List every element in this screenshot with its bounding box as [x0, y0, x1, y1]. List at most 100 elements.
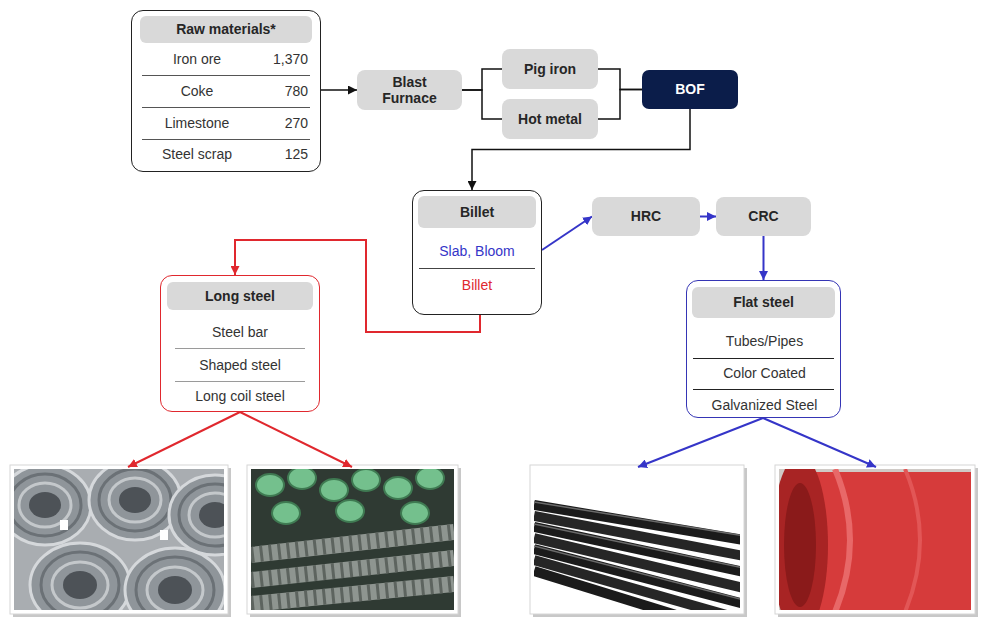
- rebar-ribs: [251, 532, 454, 555]
- header-box: Long steel: [167, 282, 313, 310]
- material-name: Steel scrap: [162, 146, 232, 162]
- coil-ring: [179, 484, 224, 546]
- connector-arrow: [598, 69, 642, 90]
- row-separator: [142, 139, 310, 140]
- pipe-highlight: [534, 546, 740, 600]
- coil-ring: [52, 562, 108, 608]
- rebar-photo: [251, 469, 454, 610]
- connector-arrow: [462, 69, 502, 90]
- connector-arrow: [763, 236, 765, 280]
- coil-ring: [14, 474, 81, 536]
- material-amount: 780: [285, 83, 308, 99]
- bar-end: [416, 469, 444, 489]
- box-label: HRC: [631, 208, 661, 224]
- bar-end: [384, 477, 412, 499]
- product-name: Steel bar: [212, 324, 268, 340]
- product-name: Color Coated: [723, 365, 806, 381]
- process-box: Pig iron: [502, 49, 598, 89]
- coil: [89, 469, 181, 540]
- table-row: Billet: [419, 274, 535, 296]
- row-separator: [142, 107, 310, 108]
- rebar-ribs: [251, 584, 454, 604]
- bar-end: [272, 502, 300, 524]
- bar-end: [336, 500, 364, 522]
- pipes-photo: [534, 469, 740, 610]
- row-separator: [175, 348, 305, 349]
- table-row: Coke: [142, 80, 252, 102]
- coil: [14, 469, 91, 545]
- box-label: Hot metal: [518, 111, 582, 127]
- coil-highlight: [905, 469, 920, 610]
- rebar: [251, 532, 454, 555]
- table-row: Long coil steel: [167, 385, 313, 407]
- table-row: Limestone: [142, 112, 252, 134]
- connector-arrow: [598, 90, 642, 120]
- coil: [169, 475, 224, 555]
- bar-end: [256, 474, 284, 496]
- row-separator: [142, 75, 310, 76]
- row-separator: [693, 358, 834, 359]
- photo-frame: [775, 465, 975, 614]
- table-row: Steel bar: [167, 321, 313, 343]
- photo-arrow: [128, 412, 240, 467]
- material-amount: 1,370: [273, 51, 308, 67]
- long-steel-box: Long steelSteel barShaped steelLong coil…: [160, 275, 320, 412]
- billet-box: BilletSlab, BloomBillet: [412, 190, 542, 315]
- coil-ring: [147, 567, 203, 610]
- rebar: [251, 558, 454, 580]
- box-label: CRC: [748, 208, 778, 224]
- coated-coil-photo: [779, 469, 971, 610]
- flat-steel-box: Flat steelTubes/PipesColor CoatedGalvani…: [686, 280, 841, 418]
- material-name: Iron ore: [173, 51, 221, 67]
- material-name: Limestone: [165, 115, 230, 131]
- table-row: Shaped steel: [167, 354, 313, 376]
- photo-arrow: [763, 418, 876, 467]
- process-box: Blast Furnace: [357, 70, 462, 110]
- process-box: BOF: [642, 70, 738, 109]
- connector-arrow: [542, 217, 592, 251]
- rebar-ribs: [251, 558, 454, 580]
- photo-shadow: [250, 468, 461, 617]
- header-label: Flat steel: [733, 294, 794, 310]
- product-name: Galvanized Steel: [712, 397, 818, 413]
- rebar: [251, 584, 454, 604]
- coil-hole: [199, 502, 224, 528]
- header-label: Long steel: [205, 288, 275, 304]
- table-row: Color Coated: [693, 362, 836, 384]
- wire-coil-photo: [14, 469, 224, 610]
- table-row: 125: [252, 143, 308, 165]
- row-separator: [693, 389, 834, 390]
- coil-hole: [119, 487, 151, 513]
- process-box: HRC: [592, 197, 700, 236]
- row-separator: [419, 268, 535, 269]
- coil-highlight: [835, 469, 850, 610]
- header-label: Billet: [460, 204, 494, 220]
- product-name: Long coil steel: [195, 388, 285, 404]
- coil-ring: [99, 469, 171, 531]
- bar-end: [320, 479, 348, 501]
- coil-hole: [29, 492, 61, 518]
- table-row: Tubes/Pipes: [693, 330, 836, 352]
- row-separator: [175, 381, 305, 382]
- box-label: BOF: [675, 81, 705, 97]
- coil-tag: [60, 520, 68, 530]
- coil: [30, 543, 130, 610]
- photo-frame: [247, 465, 458, 614]
- product-name: Slab, Bloom: [439, 243, 514, 259]
- bar-end: [288, 469, 316, 489]
- coil-hole: [158, 576, 192, 604]
- material-amount: 270: [285, 115, 308, 131]
- table-row: Iron ore: [142, 48, 252, 70]
- coil-edge: [784, 483, 816, 607]
- box-label: Pig iron: [524, 61, 576, 77]
- pipe-highlight: [534, 524, 740, 568]
- product-name: Tubes/Pipes: [726, 333, 803, 349]
- photo-arrow: [240, 412, 352, 467]
- table-row: 1,370: [252, 48, 308, 70]
- photo-arrow: [638, 418, 763, 467]
- table-row: Galvanized Steel: [693, 394, 836, 416]
- table-row: Steel scrap: [142, 143, 252, 165]
- product-name: Billet: [462, 277, 492, 293]
- connector-arrow: [462, 90, 502, 119]
- table-row: 780: [252, 80, 308, 102]
